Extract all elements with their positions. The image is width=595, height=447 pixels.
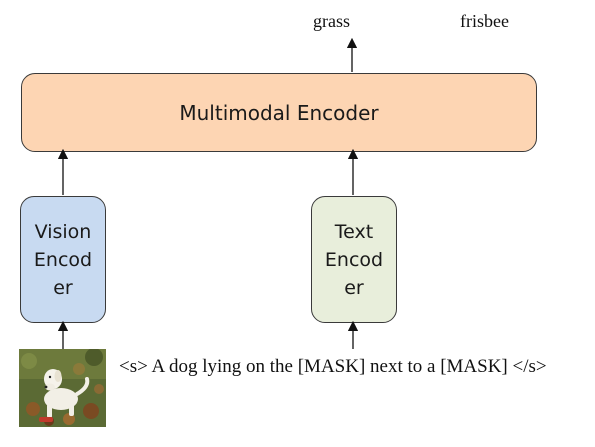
text-encoder-label-line-2: Encod xyxy=(324,248,384,271)
vision-encoder-label-line-1: Vision xyxy=(34,220,92,243)
text-encoder-box: Text Encod er xyxy=(311,196,397,323)
multimodal-encoder-label: Multimodal Encoder xyxy=(179,100,379,125)
vision-encoder-box: Vision Encod er xyxy=(20,196,106,323)
text-encoder-label-line-1: Text xyxy=(334,220,374,243)
vision-encoder-label-line-2: Encod xyxy=(33,248,93,271)
output-label-grass: grass xyxy=(313,11,350,31)
vision-encoder-label-line-3: er xyxy=(53,276,73,299)
input-caption-text: <s> A dog lying on the [MASK] next to a … xyxy=(119,356,547,377)
multimodal-encoder-box: Multimodal Encoder xyxy=(21,73,537,152)
text-encoder-label-line-3: er xyxy=(344,276,364,299)
dog-photo-icon xyxy=(19,349,106,427)
output-label-frisbee: frisbee xyxy=(460,11,509,31)
